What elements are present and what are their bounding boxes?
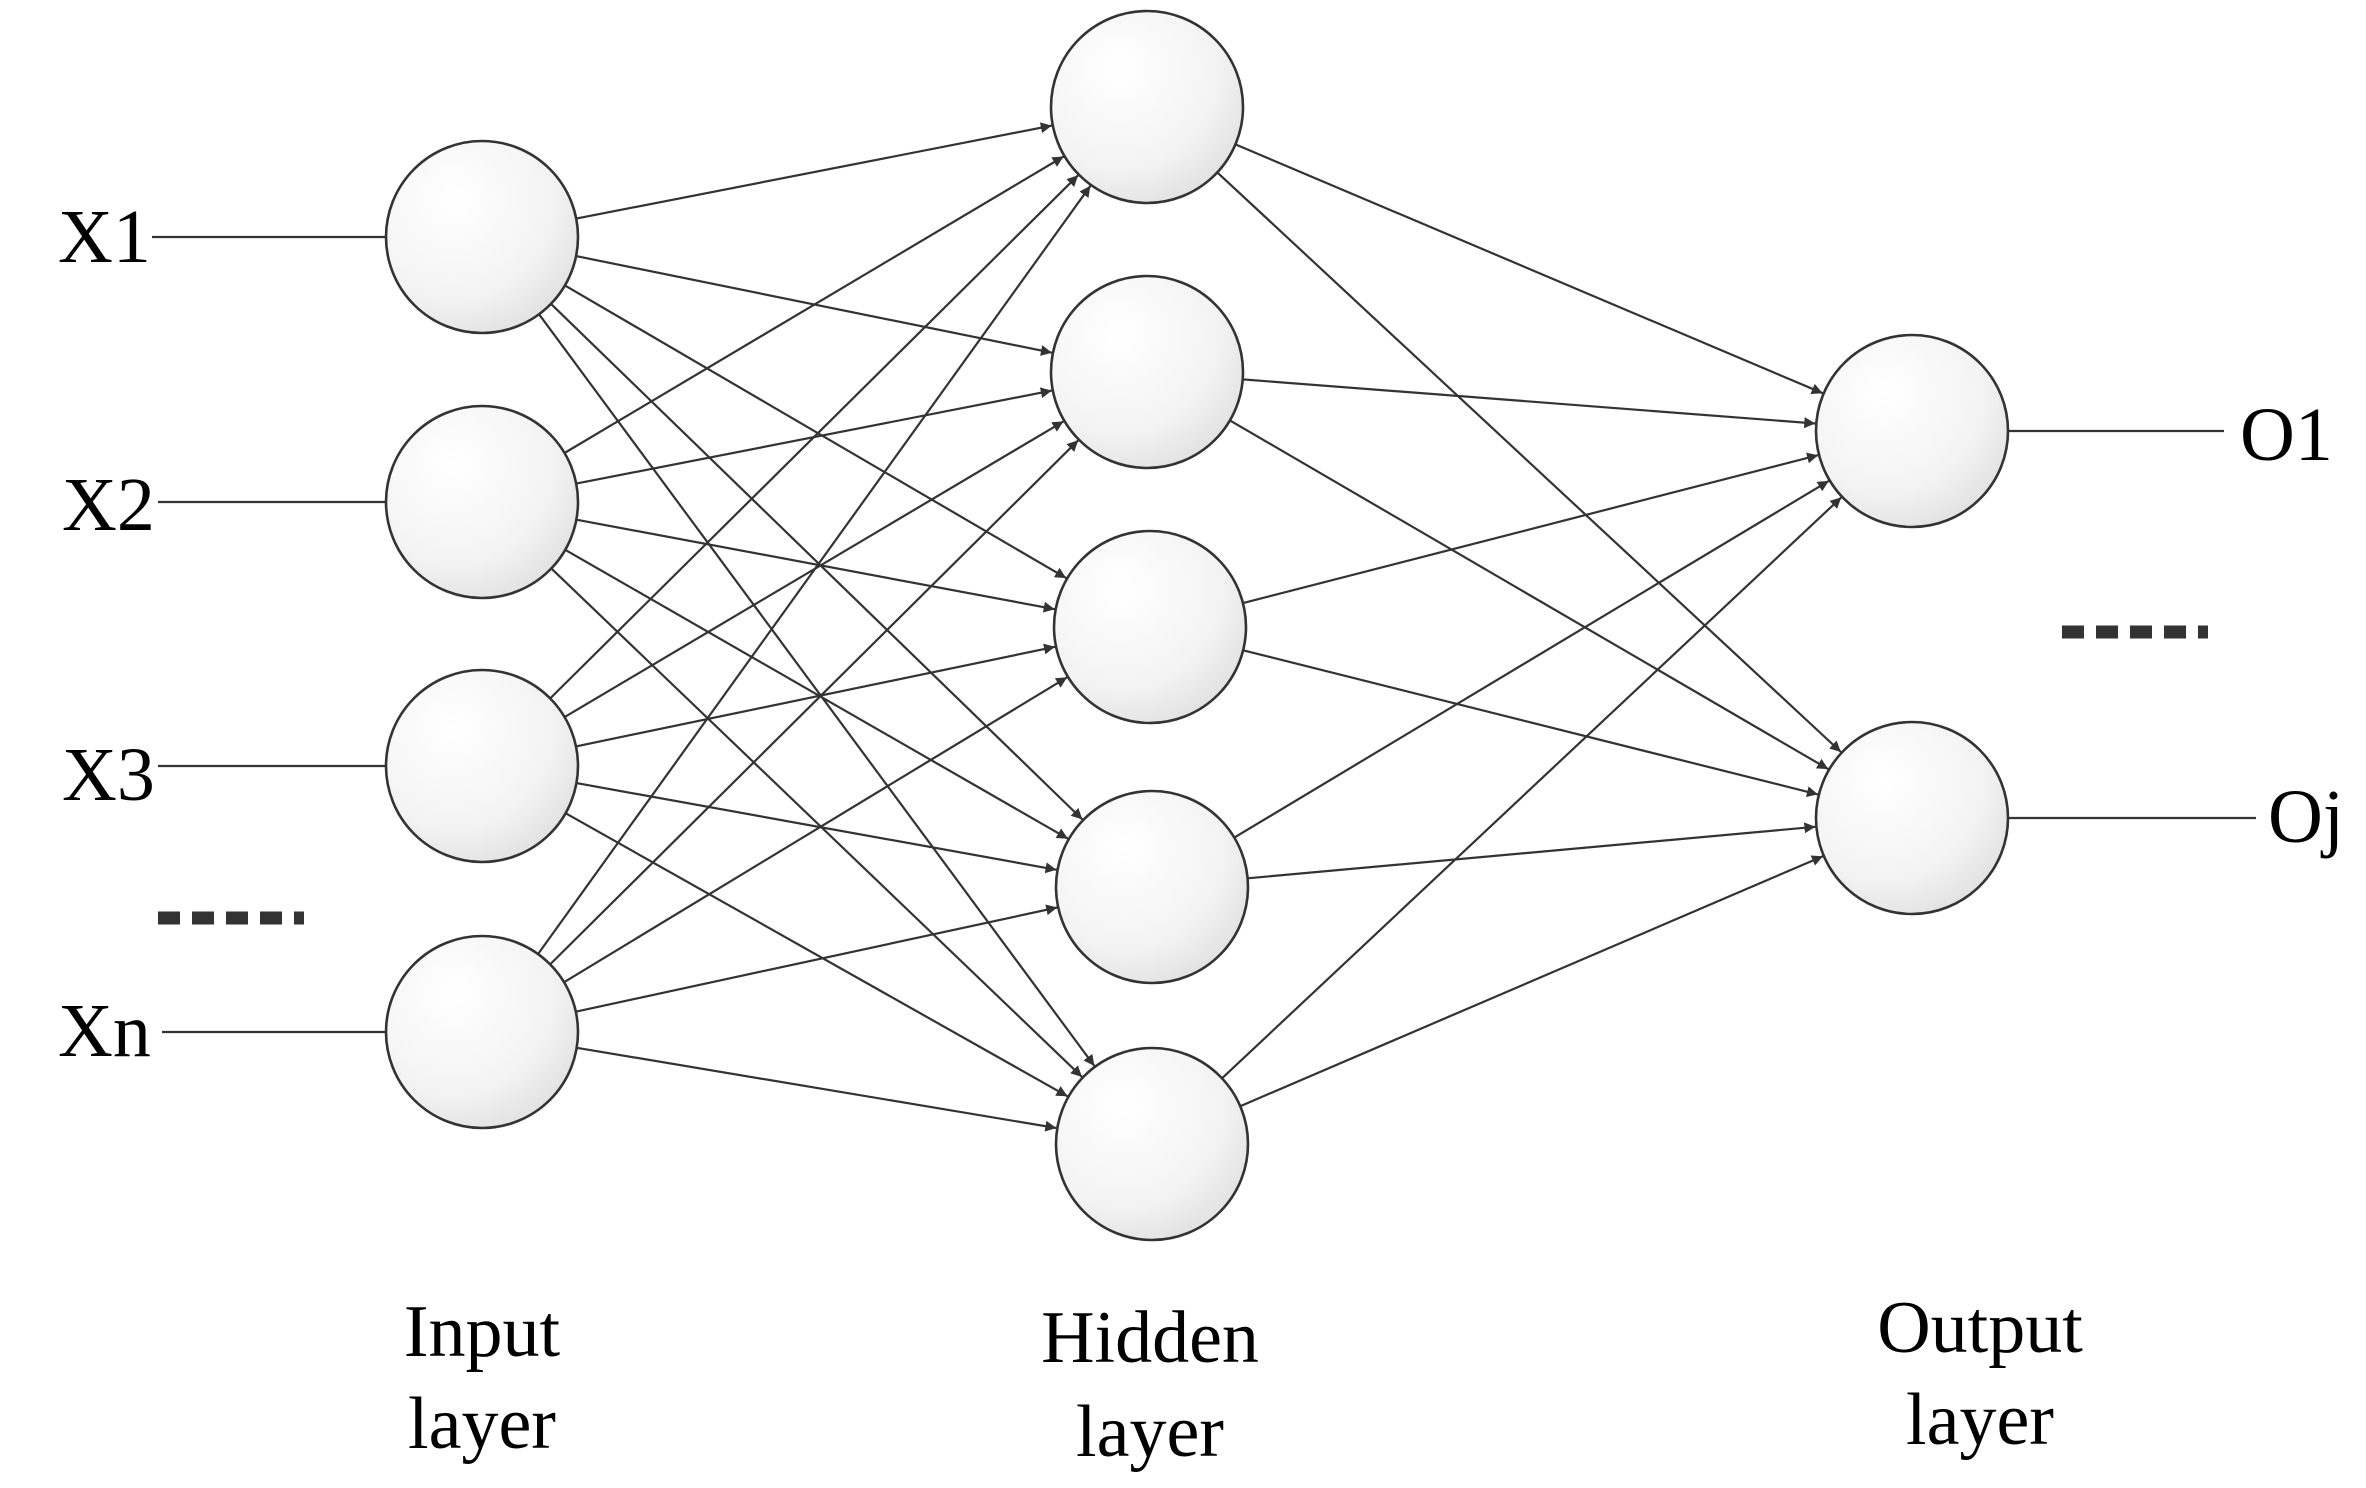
hidden-layer-subtitle: layer bbox=[1076, 1391, 1224, 1473]
edge-h3-oj bbox=[1242, 649, 1819, 798]
edge-xn-h2 bbox=[549, 439, 1079, 966]
connection-edges bbox=[537, 122, 1843, 1132]
io-lines bbox=[152, 235, 2256, 1034]
edge-x1-h4 bbox=[550, 303, 1084, 821]
edge-h4-o1 bbox=[1233, 479, 1830, 839]
edge-x2-h5 bbox=[550, 567, 1083, 1078]
edge-x3-h4 bbox=[576, 782, 1057, 874]
edge-x2-h1 bbox=[563, 155, 1065, 454]
input-label-xn: Xn bbox=[58, 989, 151, 1073]
edge-h3-o1 bbox=[1242, 452, 1819, 605]
input-label-x2: X2 bbox=[62, 463, 155, 547]
hidden-node-3 bbox=[1052, 529, 1248, 725]
edge-xn-h3 bbox=[563, 676, 1068, 984]
edge-x2-h3 bbox=[576, 518, 1055, 613]
edge-x1-h5 bbox=[538, 313, 1096, 1067]
hidden-node-4 bbox=[1054, 789, 1250, 985]
hidden-node-1 bbox=[1049, 9, 1245, 205]
edge-x1-h1 bbox=[575, 122, 1053, 220]
edge-h1-oj bbox=[1216, 171, 1842, 753]
edge-x2-h4 bbox=[564, 548, 1069, 840]
output-layer-subtitle: layer bbox=[1906, 1379, 2054, 1461]
edge-h2-oj bbox=[1229, 419, 1829, 771]
input-layer-title: Input bbox=[404, 1291, 561, 1373]
edge-x1-h3 bbox=[564, 284, 1067, 580]
output-node-oj bbox=[1814, 720, 2010, 916]
input-label-x3: X3 bbox=[62, 733, 155, 817]
edge-h1-o1 bbox=[1234, 143, 1824, 395]
input-node-x3 bbox=[384, 668, 580, 864]
edge-x3-h3 bbox=[575, 643, 1056, 748]
edge-h5-oj bbox=[1239, 855, 1824, 1108]
output-label-o1: O1 bbox=[2240, 393, 2333, 477]
output-label-oj: Oj bbox=[2268, 775, 2344, 859]
edge-x3-h5 bbox=[565, 812, 1069, 1098]
edge-xn-h1 bbox=[537, 185, 1092, 955]
input-layer-subtitle: layer bbox=[408, 1383, 556, 1465]
neuron-nodes bbox=[384, 9, 2010, 1242]
edge-h2-o1 bbox=[1242, 378, 1816, 429]
hidden-layer-title: Hidden bbox=[1041, 1297, 1259, 1379]
edge-x3-h1 bbox=[549, 174, 1079, 700]
edge-h4-oj bbox=[1247, 822, 1816, 880]
input-node-x1 bbox=[384, 139, 580, 335]
edge-xn-h4 bbox=[575, 904, 1058, 1013]
input-node-x2 bbox=[384, 404, 580, 600]
hidden-node-5 bbox=[1054, 1046, 1250, 1242]
edge-h5-o1 bbox=[1221, 496, 1843, 1080]
input-label-x1: X1 bbox=[58, 195, 151, 279]
edge-xn-h5 bbox=[576, 1046, 1057, 1132]
input-node-xn bbox=[384, 934, 580, 1130]
output-node-o1 bbox=[1814, 333, 2010, 529]
hidden-node-2 bbox=[1049, 274, 1245, 470]
output-layer-title: Output bbox=[1877, 1287, 2083, 1369]
